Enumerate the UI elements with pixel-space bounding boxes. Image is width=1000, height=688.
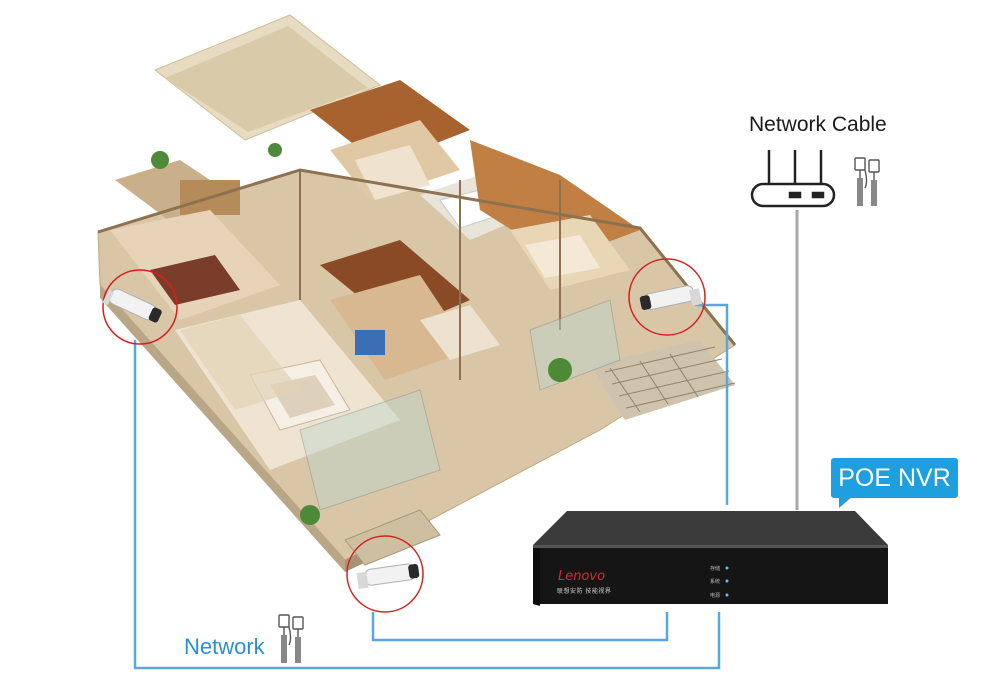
nvr-indicator-storage: 存储 [710, 566, 721, 572]
ip-camera-icon [356, 563, 420, 590]
camera-right [628, 258, 706, 336]
cable-left-camera [133, 340, 721, 670]
ethernet-connector-icon [854, 157, 880, 206]
camera-bottom [346, 535, 424, 613]
nvr-subtitle: 联想安防 技能视界 [557, 588, 612, 595]
ip-camera-icon [639, 285, 703, 311]
nvr-indicator-power: 电源 [710, 593, 721, 599]
cable-right-camera [695, 303, 729, 505]
ip-camera-icon [102, 288, 162, 323]
nvr-device [533, 511, 888, 606]
camera-left [102, 269, 178, 345]
router-icon [750, 150, 836, 208]
cable-bottom-camera [371, 612, 669, 642]
network-label: Network [184, 634, 265, 659]
house-floorplan [97, 14, 737, 572]
nvr-brand-logo: Lenovo [558, 569, 606, 584]
ethernet-connector-icon [278, 614, 304, 663]
poe-nvr-badge: POE NVR [831, 458, 958, 508]
nvr-indicator-system: 系统 [710, 579, 721, 585]
network-cables [133, 303, 729, 670]
network-cable-label: Network Cable [749, 113, 887, 136]
